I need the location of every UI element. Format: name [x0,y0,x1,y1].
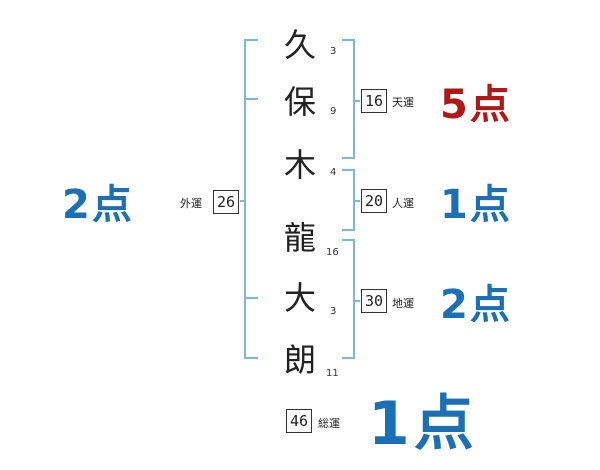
jin-bracket [342,169,355,231]
sou-label: 総運 [318,417,340,430]
stroke-count-4: 16 [326,247,339,258]
name-char-6: 朗 [283,341,316,379]
name-char-3: 木 [283,146,316,184]
ten-value-box: 16 [361,89,387,113]
name-char-2: 保 [283,83,316,121]
gai-value-box: 26 [213,190,239,214]
jin-label: 人運 [392,197,414,210]
sou-score: 1点 [368,389,478,459]
stroke-count-1: 3 [330,46,337,57]
jin-score: 1点 [440,182,512,228]
chi-score: 2点 [440,282,512,328]
chi-label: 地運 [392,297,414,310]
gai-label: 外運 [180,197,202,210]
outer-bracket [244,39,258,359]
stroke-count-2: 9 [330,106,337,117]
gai-score: 2点 [62,182,134,228]
chi-value-box: 30 [361,289,387,313]
stroke-count-3: 4 [330,167,337,178]
name-char-4: 龍 [283,219,316,257]
name-char-5: 大 [283,279,316,317]
sou-value-box: 46 [286,409,312,433]
stroke-count-5: 3 [330,306,337,317]
ten-score: 5点 [440,82,512,128]
ten-label: 天運 [392,96,414,109]
chi-bracket [342,239,355,359]
name-char-1: 久 [283,26,316,64]
jin-value-box: 20 [361,189,387,213]
stroke-count-6: 11 [326,368,339,379]
ten-bracket [342,39,355,159]
